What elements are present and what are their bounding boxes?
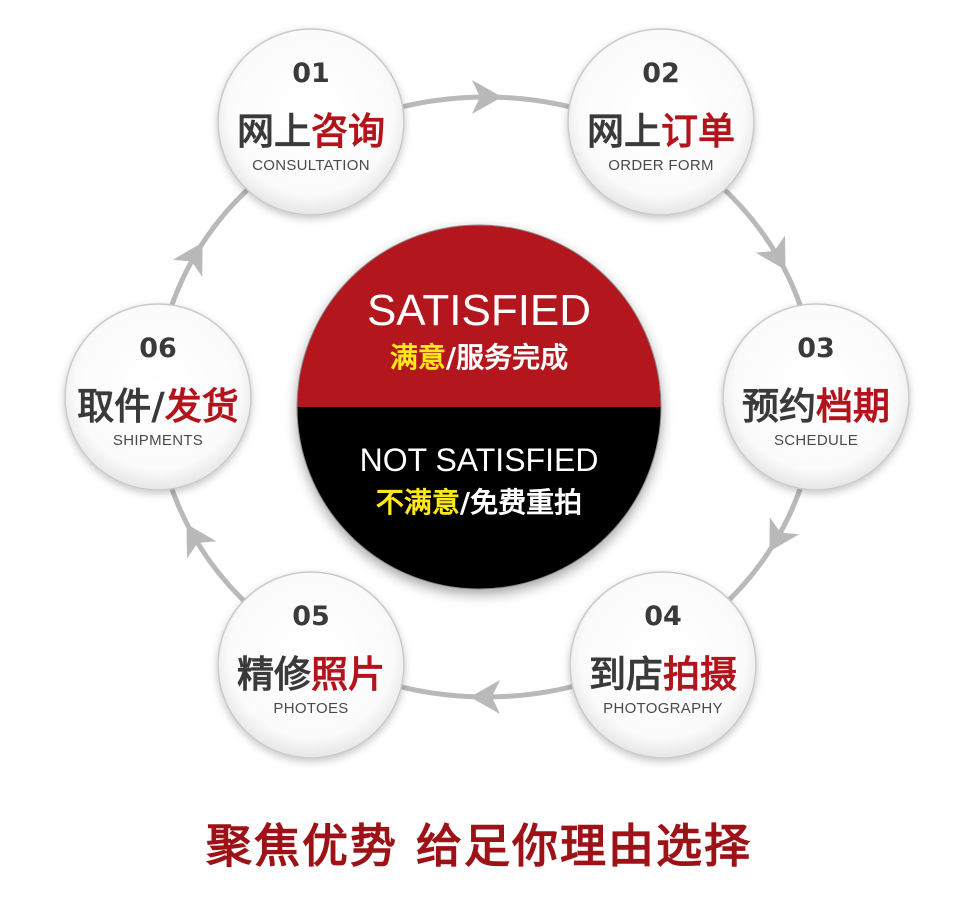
step-circle: [64, 303, 252, 491]
step-title-main: 取件/: [77, 385, 165, 428]
step-node-06: 06 取件/发货 SHIPMENTS: [64, 303, 252, 491]
step-title: 取件/发货: [77, 385, 239, 428]
step-subtitle: ORDER FORM: [608, 157, 714, 174]
step-title-highlight: 订单: [661, 110, 735, 153]
step-title-main: 网上: [237, 110, 311, 153]
not-satisfied-cn-label: 不满意/免费重拍: [376, 486, 582, 519]
step-number: 02: [642, 58, 680, 89]
step-title-highlight: 拍摄: [663, 653, 737, 696]
satisfied-label: SATISFIED: [367, 286, 591, 335]
step-number: 03: [797, 333, 835, 364]
step-node-05: 05 精修照片 PHOTOES: [217, 571, 405, 759]
step-title-main: 到店: [589, 653, 663, 696]
flow-arrow-icon: [186, 523, 217, 559]
step-node-01: 01 网上咨询 CONSULTATION: [217, 28, 405, 216]
step-subtitle: SCHEDULE: [774, 432, 858, 449]
step-title-highlight: 咨询: [311, 110, 385, 153]
flow-arrow-icon: [470, 680, 500, 714]
step-title-highlight: 发货: [165, 385, 239, 428]
step-circle: [722, 303, 910, 491]
flow-arrow-icon: [755, 235, 786, 271]
step-title: 预约档期: [742, 385, 890, 428]
step-circle: [217, 571, 405, 759]
flow-arrow-icon: [172, 242, 203, 277]
step-subtitle: PHOTOGRAPHY: [603, 700, 723, 717]
step-title-main: 网上: [587, 110, 661, 153]
step-title-highlight: 照片: [311, 653, 385, 696]
satisfied-cn-highlight: 满意: [390, 341, 446, 374]
step-number: 06: [139, 333, 177, 364]
flow-arrow-icon: [472, 80, 502, 114]
step-title: 网上订单: [587, 110, 735, 153]
satisfied-cn-label: 满意/服务完成: [390, 341, 568, 374]
step-circle: [217, 28, 405, 216]
step-title-main: 精修: [237, 653, 312, 696]
step-title: 到店拍摄: [589, 653, 737, 696]
step-title-main: 预约: [742, 385, 816, 428]
step-title: 网上咨询: [237, 110, 385, 153]
step-title-highlight: 档期: [816, 385, 890, 428]
step-subtitle: CONSULTATION: [252, 157, 370, 174]
step-number: 05: [292, 601, 330, 632]
step-subtitle: SHIPMENTS: [113, 432, 203, 449]
step-subtitle: PHOTOES: [273, 700, 348, 717]
step-number: 04: [644, 601, 682, 632]
step-number: 01: [292, 58, 330, 89]
step-node-04: 04 到店拍摄 PHOTOGRAPHY: [569, 571, 757, 759]
center-disc: [296, 224, 662, 590]
satisfied-cn-rest: /服务完成: [446, 341, 568, 374]
not-satisfied-label: NOT SATISFIED: [360, 442, 599, 478]
step-circle: [569, 571, 757, 759]
flow-arrow-icon: [769, 517, 800, 552]
step-title: 精修照片: [237, 653, 385, 696]
step-node-02: 02 网上订单 ORDER FORM: [567, 28, 755, 216]
not-satisfied-cn-highlight: 不满意: [376, 486, 460, 519]
slogan: 聚焦优势 给足你理由选择: [205, 819, 752, 873]
step-circle: [567, 28, 755, 216]
cycle-arrows: [172, 80, 800, 714]
not-satisfied-cn-rest: /免费重拍: [460, 486, 582, 519]
step-node-03: 03 预约档期 SCHEDULE: [722, 303, 910, 491]
